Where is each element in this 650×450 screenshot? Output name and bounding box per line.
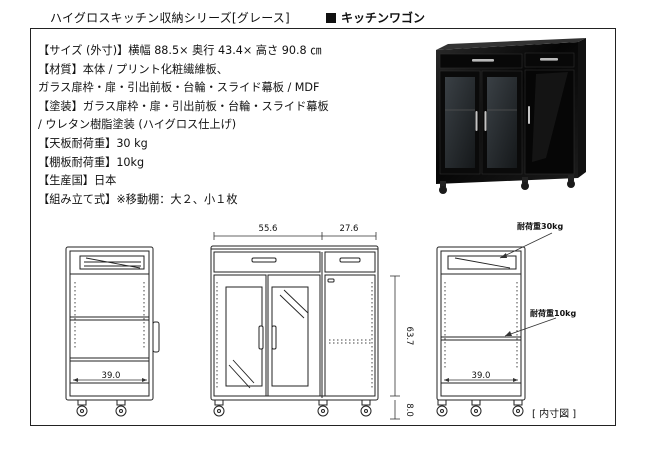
spec-material: 【材質】本体 / プリント化粧繊維板、 bbox=[38, 62, 228, 76]
body-height-label: 63.7 bbox=[404, 327, 414, 346]
square-bullet-icon bbox=[326, 13, 336, 23]
spec-list: 【サイズ (外寸)】横幅 88.5× 奥行 43.4× 高さ 90.8 ㎝ 【材… bbox=[38, 42, 329, 209]
cabinet-body bbox=[436, 38, 586, 184]
back-view bbox=[436, 246, 526, 401]
caster-wheels bbox=[439, 175, 575, 194]
spec-assembly: 【組み立て式】※移動棚：大２、小１枚 bbox=[38, 192, 238, 206]
front-left-width-label: 55.6 bbox=[259, 224, 278, 234]
dimension-labels: 39.0 55.6 27.6 63.7 8.0 39.0 耐荷重30kg 耐荷重… bbox=[102, 221, 577, 417]
back-width-label: 39.0 bbox=[472, 371, 491, 381]
spec-coating-2: / ウレタン樹脂塗装 (ハイグロス仕上げ) bbox=[38, 118, 237, 132]
product-name: キッチンワゴン bbox=[341, 11, 426, 25]
spec-coating: 【塗装】ガラス扉枠・扉・引出前板・台輪・スライド幕板 bbox=[38, 99, 329, 113]
product-photo bbox=[436, 38, 586, 194]
content-frame bbox=[30, 28, 616, 426]
spec-size: 【サイズ (外寸)】横幅 88.5× 奥行 43.4× 高さ 90.8 ㎝ bbox=[38, 44, 322, 57]
spec-shelf-load: 【棚板耐荷重】10kg bbox=[38, 155, 145, 169]
side-view bbox=[65, 246, 160, 401]
spec-top-load: 【天板耐荷重】30 kg bbox=[38, 136, 148, 150]
side-width-label: 39.0 bbox=[102, 371, 121, 381]
caster-height-label: 8.0 bbox=[404, 403, 414, 417]
spec-origin: 【生産国】日本 bbox=[38, 174, 117, 188]
product-title: キッチンワゴン bbox=[326, 9, 425, 26]
front-right-width-label: 27.6 bbox=[340, 224, 359, 234]
shelf-load-label: 耐荷重10kg bbox=[530, 308, 576, 318]
spec-material-2: ガラス扉枠・扉・引出前板・台輪・スライド幕板 / MDF bbox=[38, 81, 320, 95]
series-title: ハイグロスキッチン収納シリーズ[グレース] bbox=[50, 11, 290, 25]
front-view bbox=[210, 245, 379, 401]
top-load-label: 耐荷重30kg bbox=[517, 221, 563, 231]
diagram-caption: [ 内寸図 ] bbox=[532, 409, 577, 420]
